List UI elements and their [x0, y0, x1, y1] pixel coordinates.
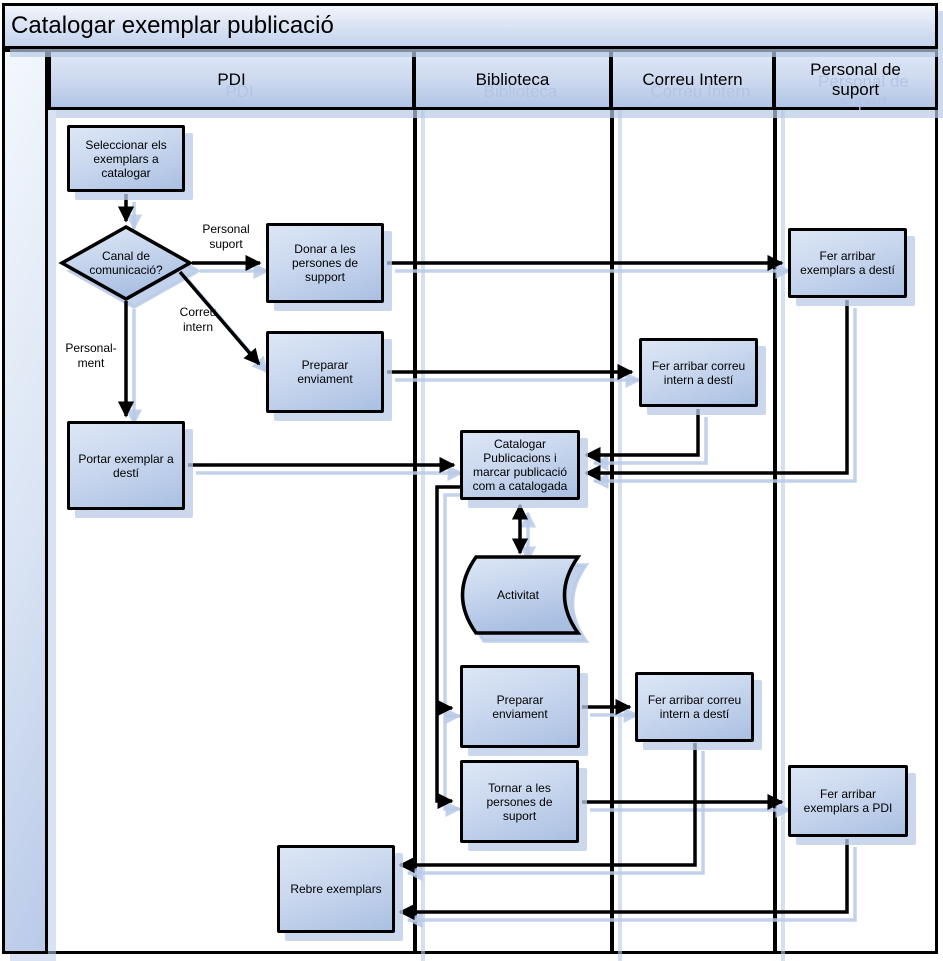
node-donar-persones-support: Donar a les persones de support	[266, 223, 384, 303]
edge-label-personal-suport: Personal suport	[202, 222, 250, 251]
node-canal-comunicacio-label: Canal de comunicació?	[89, 249, 163, 277]
lane-header-biblioteca: Biblioteca	[413, 49, 612, 110]
process-lane-strip	[2, 49, 48, 954]
lane-divider	[773, 49, 777, 954]
lane-header-personal-suport: Personal de suport	[773, 49, 938, 110]
node-preparar-enviament-2: Preparar enviament	[460, 665, 580, 748]
node-activitat-label: Activitat	[496, 588, 539, 602]
node-seleccionar-exemplars: Seleccionar els exemplars a catalogar	[67, 125, 185, 192]
connectors	[117, 194, 849, 921]
lane-header-pdi: PDI	[48, 49, 415, 110]
lane-header-correu-intern: Correu Intern	[610, 49, 775, 110]
edge-fer-exemplars-desti-to-catalogar	[584, 300, 849, 482]
node-fer-arribar-correu-1: Fer arribar correu intern a destí	[639, 338, 758, 407]
node-fer-arribar-exemplars-pdi: Fer arribar exemplars a PDI	[788, 765, 908, 837]
node-fer-arribar-exemplars-desti: Fer arribar exemplars a destí	[788, 228, 907, 298]
node-fer-arribar-correu-2: Fer arribar correu intern a destí	[635, 672, 754, 742]
edge-canal-to-preparar1	[178, 270, 261, 366]
lane-divider	[413, 49, 417, 954]
node-tornar-persones-suport: Tornar a les persones de suport	[460, 760, 579, 843]
edge-label-correu-intern: Correu intern	[179, 305, 217, 334]
edge-label-personalment: Personal- ment	[65, 341, 117, 370]
edge-fer-correu2-to-rebre	[398, 743, 697, 874]
edge-catalogar-to-tornar	[435, 485, 460, 810]
node-rebre-exemplars: Rebre exemplars	[277, 845, 395, 933]
node-portar-exemplar-desti: Portar exemplar a destí	[67, 421, 185, 510]
decision-diamond-canal	[58, 224, 194, 302]
stored-data-shape-activitat	[460, 555, 582, 635]
diagram-title: Catalogar exemplar publicació	[2, 3, 938, 49]
edge-fer-pdi-to-rebre	[398, 839, 849, 921]
node-catalogar-publicacions: Catalogar Publicacions i marcar publicac…	[460, 430, 580, 500]
edge-fer-correu1-to-catalogar	[584, 409, 700, 464]
lane-divider	[610, 49, 614, 954]
node-preparar-enviament-1: Preparar enviament	[266, 331, 384, 413]
